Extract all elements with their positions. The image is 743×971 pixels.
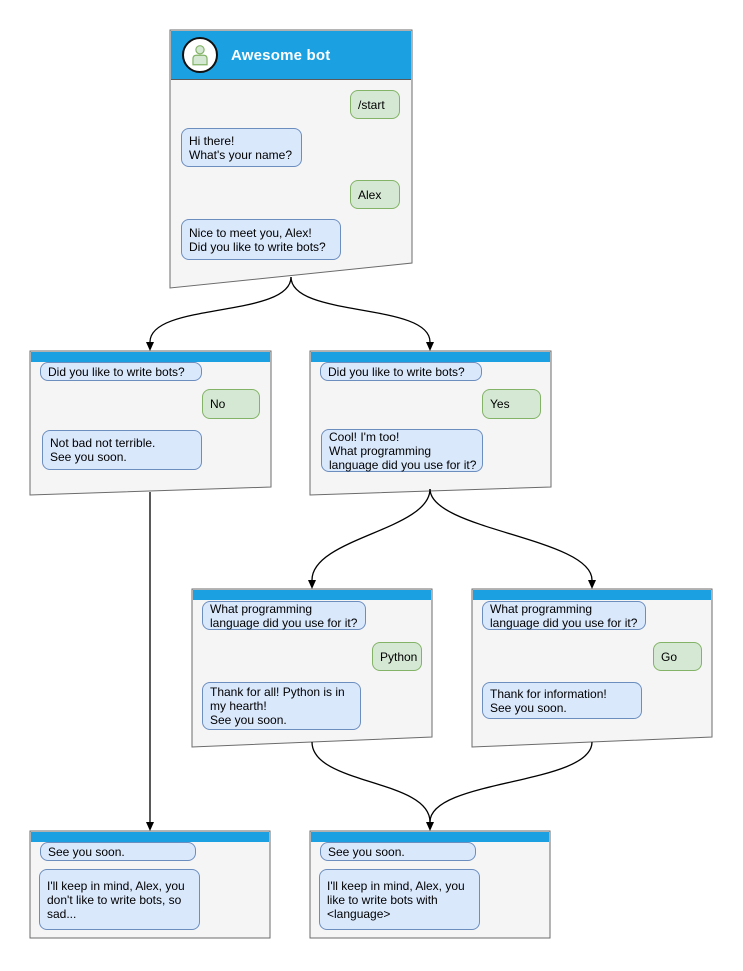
- node-branch-no: Did you like to write bots? No Not bad n…: [30, 351, 271, 495]
- person-icon: [192, 45, 208, 66]
- bot-message-bubble: I'll keep in mind, Alex, you like to wri…: [319, 869, 480, 930]
- edge-yes-to-go: [429, 488, 593, 581]
- bot-header: Awesome bot: [171, 31, 411, 80]
- card-header-bar: [311, 352, 550, 362]
- bot-message-bubble: Did you like to write bots?: [40, 362, 202, 381]
- arrowhead-yes-to-python: [308, 580, 316, 589]
- node-branch-python: What programming language did you use fo…: [192, 589, 432, 747]
- bot-message-bubble: See you soon.: [320, 842, 476, 861]
- user-message-bubble: No: [202, 389, 260, 419]
- user-message-bubble: Python: [372, 642, 422, 671]
- node-end-yes: See you soon. I'll keep in mind, Alex, y…: [310, 831, 550, 938]
- bot-message-bubble: See you soon.: [40, 842, 196, 861]
- arrowhead-root-to-yes: [426, 342, 434, 351]
- node-branch-yes: Did you like to write bots? Yes Cool! I'…: [310, 351, 551, 495]
- edge-go-to-end: [429, 741, 593, 823]
- node-branch-go: What programming language did you use fo…: [472, 589, 712, 747]
- edge-python-to-end: [311, 741, 431, 823]
- bot-name-title: Awesome bot: [231, 46, 331, 64]
- card-header-bar: [473, 590, 711, 600]
- card-header-bar: [31, 352, 270, 362]
- bot-message-bubble: Thank for all! Python is in my hearth! S…: [202, 682, 361, 730]
- bot-message-bubble: Hi there! What's your name?: [181, 128, 302, 167]
- card-header-bar: [311, 832, 549, 842]
- arrowhead-root-to-no: [146, 342, 154, 351]
- user-message-bubble: Alex: [350, 180, 400, 209]
- bot-message-bubble: Not bad not terrible. See you soon.: [42, 430, 202, 470]
- user-message-bubble: Yes: [482, 389, 541, 419]
- user-message-bubble: Go: [653, 642, 702, 671]
- bot-avatar-icon: [182, 37, 218, 73]
- node-end-no: See you soon. I'll keep in mind, Alex, y…: [30, 831, 270, 938]
- node-root: Awesome bot /start Hi there! What's your…: [170, 30, 412, 288]
- edge-yes-to-python: [311, 488, 431, 581]
- card-header-bar: [31, 832, 269, 842]
- arrowhead-no-to-end: [146, 822, 154, 831]
- bot-message-bubble: Thank for information! See you soon.: [482, 682, 642, 719]
- arrowhead-to-end-yes: [426, 822, 434, 831]
- arrowhead-yes-to-go: [588, 580, 596, 589]
- bot-message-bubble: I'll keep in mind, Alex, you don't like …: [39, 869, 200, 930]
- bot-message-bubble: Cool! I'm too! What programming language…: [321, 429, 483, 472]
- bot-message-bubble: What programming language did you use fo…: [202, 601, 366, 630]
- bot-message-bubble: What programming language did you use fo…: [482, 601, 646, 630]
- user-message-bubble: /start: [350, 90, 400, 119]
- bot-message-bubble: Did you like to write bots?: [320, 362, 482, 381]
- card-header-bar: [193, 590, 431, 600]
- bot-message-bubble: Nice to meet you, Alex! Did you like to …: [181, 219, 341, 260]
